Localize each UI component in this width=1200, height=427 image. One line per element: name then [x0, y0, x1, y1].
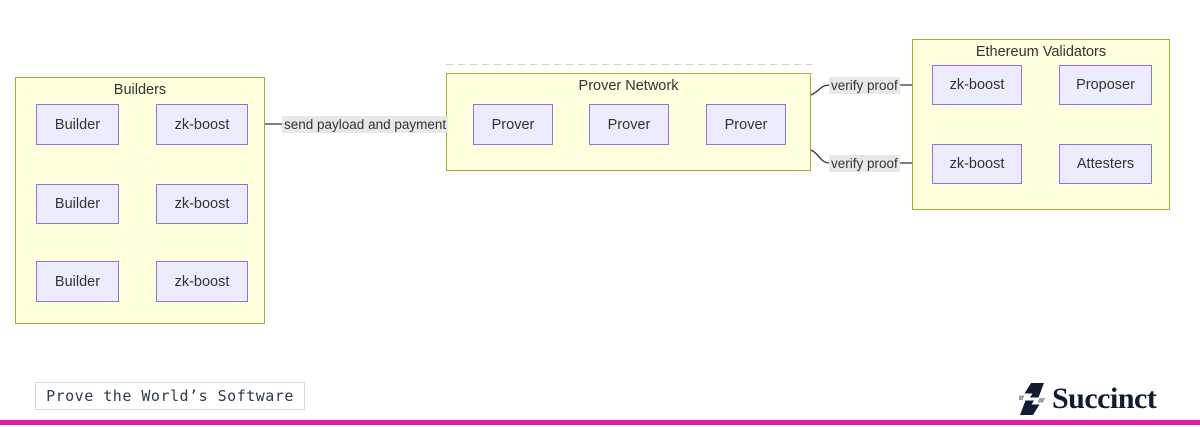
ethereum-validators-container: Ethereum Validators zk-boost Proposer zk… [912, 39, 1170, 210]
zk-boost-node-2: zk-boost [156, 184, 248, 224]
prover-node-3: Prover [706, 104, 786, 145]
proposer-node: Proposer [1059, 65, 1152, 105]
prover-network-container: Prover Network Prover Prover Prover [446, 73, 811, 171]
builders-title: Builders [113, 82, 167, 98]
builder-node-3: Builder [36, 261, 119, 302]
builder-node-2: Builder [36, 184, 119, 224]
edge-label-verify-proof-bottom: verify proof [829, 155, 900, 172]
attesters-node: Attesters [1059, 144, 1152, 184]
builders-container: Builders Builder zk-boost Builder zk-boo… [15, 77, 265, 324]
tagline-box: Prove the World’s Software [35, 382, 305, 410]
edge-label-send-payload: send payload and payment [282, 116, 449, 133]
prover-node-1: Prover [473, 104, 553, 145]
zk-boost-node-3: zk-boost [156, 261, 248, 302]
validator-zk-boost-node-1: zk-boost [932, 65, 1022, 105]
builder-node-1: Builder [36, 104, 119, 145]
brand-name: Succinct [1052, 382, 1157, 415]
ethereum-validators-title: Ethereum Validators [975, 44, 1107, 60]
validator-zk-boost-node-2: zk-boost [932, 144, 1022, 184]
zk-boost-node-1: zk-boost [156, 104, 248, 145]
succinct-logo-icon [1019, 383, 1045, 415]
succinct-brand: Succinct [1019, 381, 1157, 417]
edge-label-verify-proof-top: verify proof [829, 77, 900, 94]
tagline-text: Prove the World’s Software [46, 387, 294, 405]
prover-node-2: Prover [589, 104, 669, 145]
prover-network-title: Prover Network [578, 78, 679, 94]
accent-bar [0, 420, 1200, 425]
